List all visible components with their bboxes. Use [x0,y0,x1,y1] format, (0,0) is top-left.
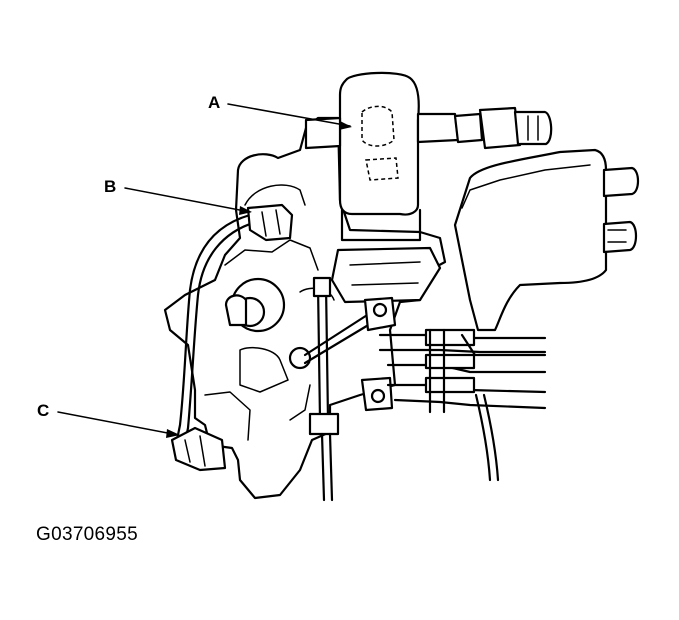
callout-b: B [104,177,252,215]
callout-a-label: A [208,93,220,112]
mounting-bracket [163,116,447,500]
solenoid-valve-a [304,71,553,242]
wiring-harness [170,203,294,472]
linkage-assembly [224,246,442,502]
callout-a: A [208,93,352,130]
canister-box [453,148,640,332]
callout-c: C [37,401,180,438]
callout-b-label: B [104,177,116,196]
hose-bundle [378,328,547,482]
callout-c-label: C [37,401,49,420]
figure-code: G03706955 [36,524,139,545]
